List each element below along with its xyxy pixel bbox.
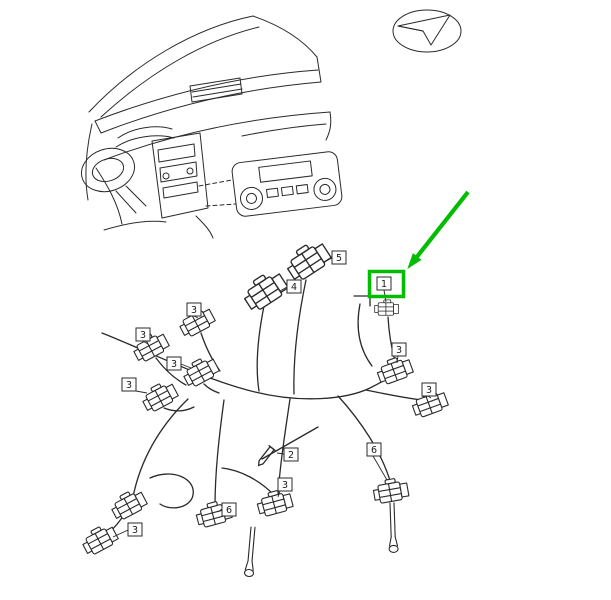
climate-knob-right — [313, 177, 337, 201]
climate-control-unit — [231, 151, 343, 217]
connector-3-8 — [78, 520, 121, 558]
key-part-2 — [386, 502, 399, 554]
svg-text:3: 3 — [171, 359, 177, 370]
svg-text:4: 4 — [291, 282, 297, 293]
svg-text:5: 5 — [336, 253, 342, 264]
svg-text:3: 3 — [396, 345, 402, 356]
svg-text:6: 6 — [226, 505, 232, 516]
svg-text:3: 3 — [126, 380, 132, 391]
callout-4[interactable]: 4 — [279, 279, 302, 294]
screw-part-2 — [257, 445, 276, 467]
air-vent — [189, 77, 243, 103]
svg-text:3: 3 — [282, 480, 288, 491]
svg-text:3: 3 — [191, 305, 197, 316]
svg-text:3: 3 — [426, 385, 432, 396]
dashboard-illustration — [81, 15, 343, 239]
highlight-box — [367, 269, 406, 299]
connector-3-3 — [179, 352, 222, 390]
svg-text:2: 2 — [288, 450, 294, 461]
callout-2[interactable]: 2 — [276, 447, 299, 462]
callout-3-7[interactable]: 3 — [277, 477, 293, 498]
callout-6-1[interactable]: 6 — [366, 442, 388, 481]
connector-5 — [281, 236, 334, 285]
svg-text:1: 1 — [381, 279, 387, 290]
logo-oval — [392, 9, 462, 53]
callout-3-5[interactable]: 3 — [391, 342, 407, 364]
connector-3-7 — [254, 487, 295, 519]
svg-text:6: 6 — [371, 445, 377, 456]
callout-5[interactable]: 5 — [323, 250, 347, 265]
connector-4 — [238, 266, 291, 315]
callout-3-3[interactable]: 3 — [166, 356, 192, 371]
connector-3-4 — [138, 377, 181, 415]
connector-6-2 — [371, 476, 410, 505]
connector-1 — [374, 299, 399, 316]
brand-logo — [392, 9, 462, 53]
callout-3-6[interactable]: 3 — [421, 382, 437, 399]
callout-3-8[interactable]: 3 — [112, 522, 143, 538]
key-part-1 — [243, 526, 259, 578]
steering-wheel — [81, 147, 135, 193]
callout-3-1[interactable]: 3 — [186, 302, 202, 319]
highlight-arrow — [407, 190, 470, 269]
center-stack — [151, 132, 209, 219]
callout-3-4[interactable]: 3 — [121, 377, 148, 394]
callout-6-2[interactable]: 6 — [217, 502, 237, 517]
connector-3-5 — [374, 353, 415, 387]
connector-bottom-left-1 — [107, 485, 150, 523]
logo-arrow-icon — [397, 14, 451, 46]
climate-knob-left — [239, 186, 263, 210]
callout-3-2[interactable]: 3 — [135, 327, 151, 345]
svg-text:3: 3 — [140, 330, 146, 341]
svg-text:3: 3 — [132, 525, 138, 536]
